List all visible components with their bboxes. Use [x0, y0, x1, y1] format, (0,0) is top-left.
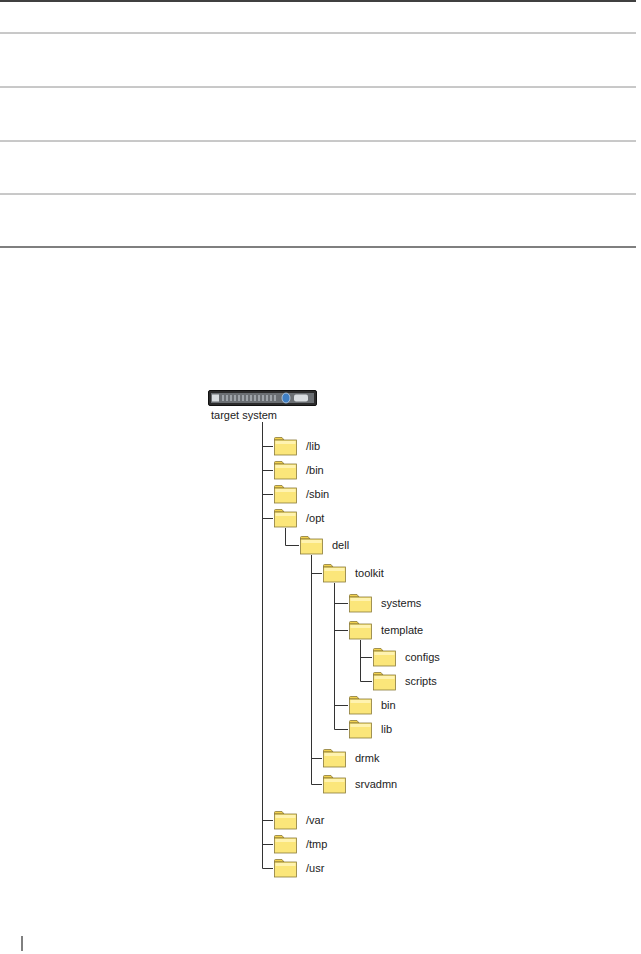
folder-label: /opt — [305, 512, 325, 525]
tree-connector — [335, 583, 349, 730]
folder-node: lib — [348, 719, 393, 739]
folder-icon — [372, 647, 397, 667]
folder-icon — [322, 563, 347, 583]
folder-label: drmk — [354, 752, 380, 765]
folder-node: configs — [372, 647, 441, 667]
page-margin-bar — [22, 936, 23, 951]
folder-label: template — [380, 624, 424, 637]
tree-connector — [286, 528, 300, 546]
folder-node: /tmp — [273, 834, 328, 854]
folder-icon — [372, 671, 397, 691]
folder-label: target system — [210, 409, 318, 422]
folder-node: bin — [348, 695, 397, 715]
tree-connector — [263, 422, 274, 519]
tree-connector — [361, 640, 373, 658]
server-icon — [208, 390, 318, 407]
table-rule — [0, 87, 636, 88]
folder-label: toolkit — [354, 567, 385, 580]
folder-icon — [348, 695, 373, 715]
tree-connector — [263, 422, 274, 447]
table-rule — [0, 194, 636, 195]
folder-icon — [299, 535, 324, 555]
tree-connector — [263, 422, 274, 821]
folder-label: /usr — [305, 862, 325, 875]
folder-node: systems — [348, 593, 422, 613]
tree-connector — [335, 583, 349, 706]
folder-icon — [348, 620, 373, 640]
folder-node: /sbin — [273, 484, 330, 504]
folder-label: /var — [305, 814, 325, 827]
folder-icon — [273, 508, 298, 528]
tree-connector — [335, 583, 349, 631]
folder-icon — [273, 858, 298, 878]
folder-icon — [273, 834, 298, 854]
tree-connector — [263, 422, 274, 845]
folder-icon — [322, 774, 347, 794]
folder-label: configs — [404, 651, 441, 664]
tree-connector — [312, 555, 323, 785]
folder-icon — [273, 460, 298, 480]
folder-node: /bin — [273, 460, 325, 480]
folder-label: /bin — [305, 464, 325, 477]
folder-node: /lib — [273, 436, 321, 456]
folder-node: drmk — [322, 748, 380, 768]
folder-label: systems — [380, 597, 422, 610]
folder-node: dell — [299, 535, 350, 555]
folder-node: template — [348, 620, 424, 640]
folder-label: lib — [380, 723, 393, 736]
folder-label: /tmp — [305, 838, 328, 851]
folder-label: scripts — [404, 675, 438, 688]
folder-label: dell — [331, 539, 350, 552]
tree-connector — [312, 555, 323, 759]
folder-node: scripts — [372, 671, 438, 691]
folder-icon — [273, 436, 298, 456]
tree-connector — [263, 422, 274, 471]
folder-node: /opt — [273, 508, 325, 528]
tree-connector — [361, 640, 373, 682]
tree-connector — [263, 422, 274, 869]
folder-icon — [348, 719, 373, 739]
folder-icon — [273, 484, 298, 504]
system-node: target system — [208, 390, 318, 422]
tree-connector — [335, 583, 349, 604]
folder-node: toolkit — [322, 563, 385, 583]
tree-connector — [312, 555, 323, 574]
table-rule — [0, 141, 636, 142]
table-rule — [0, 0, 636, 2]
folder-icon — [348, 593, 373, 613]
folder-label: /sbin — [305, 488, 330, 501]
table-rule — [0, 246, 636, 247]
folder-icon — [322, 748, 347, 768]
tree-connector — [263, 422, 274, 495]
folder-node: /usr — [273, 858, 325, 878]
folder-label: /lib — [305, 440, 321, 453]
folder-icon — [273, 810, 298, 830]
folder-node: srvadmn — [322, 774, 398, 794]
table-rule — [0, 33, 636, 34]
folder-label: srvadmn — [354, 778, 398, 791]
folder-label: bin — [380, 699, 397, 712]
folder-node: /var — [273, 810, 325, 830]
